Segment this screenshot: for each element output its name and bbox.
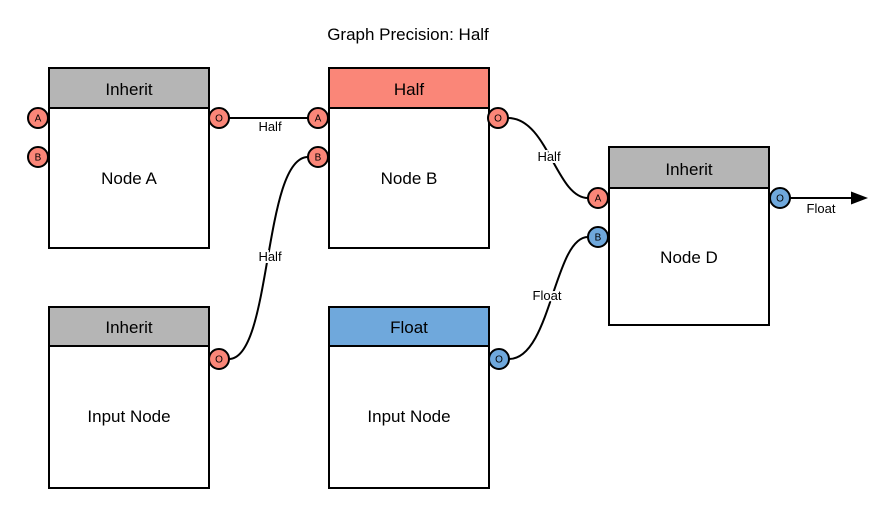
edge-label: Half bbox=[258, 249, 282, 264]
node-header-label: Inherit bbox=[105, 318, 153, 337]
port-a: A bbox=[27, 107, 49, 129]
edge-label: Half bbox=[258, 119, 282, 134]
node-d: Inherit Node D A B O bbox=[587, 146, 791, 326]
port-letter: B bbox=[315, 153, 322, 164]
node-header bbox=[328, 67, 490, 109]
node-header bbox=[48, 67, 210, 109]
node-header-label: Inherit bbox=[665, 160, 713, 179]
port-circle bbox=[27, 146, 49, 168]
port-b: B bbox=[307, 146, 329, 168]
port-circle bbox=[208, 348, 230, 370]
port-letter: A bbox=[315, 114, 322, 125]
input-node-left: Inherit Input Node O bbox=[48, 306, 230, 489]
port-circle bbox=[307, 107, 329, 129]
port-letter: A bbox=[595, 194, 602, 205]
node-header-label: Inherit bbox=[105, 80, 153, 99]
port-b: B bbox=[587, 226, 609, 248]
port-letter: O bbox=[215, 355, 223, 366]
arrow-head-icon bbox=[851, 191, 868, 205]
port-letter: B bbox=[595, 233, 602, 244]
port-circle bbox=[208, 107, 230, 129]
edge-label: Float bbox=[807, 201, 836, 216]
port-circle bbox=[27, 107, 49, 129]
port-letter: A bbox=[35, 114, 42, 125]
port-circle bbox=[769, 187, 791, 209]
port-circle bbox=[488, 348, 510, 370]
port-circle bbox=[587, 187, 609, 209]
port-circle bbox=[587, 226, 609, 248]
edge-nodeb-to-noded: Half bbox=[507, 117, 589, 199]
node-header-label: Half bbox=[394, 80, 425, 99]
port-letter: O bbox=[495, 355, 503, 366]
node-label: Node B bbox=[381, 169, 438, 188]
edge-line bbox=[507, 117, 589, 199]
port-o: O bbox=[487, 107, 509, 129]
edge-line bbox=[508, 236, 589, 360]
port-o: O bbox=[488, 348, 510, 370]
diagram-title: Graph Precision: Half bbox=[327, 25, 489, 44]
port-o: O bbox=[769, 187, 791, 209]
edge-inputleft-to-nodeb: Half bbox=[228, 156, 309, 360]
edge-label: Half bbox=[537, 149, 561, 164]
port-a: A bbox=[307, 107, 329, 129]
node-header bbox=[328, 306, 490, 347]
input-node-middle: Float Input Node O bbox=[328, 306, 510, 489]
port-circle bbox=[307, 146, 329, 168]
node-label: Input Node bbox=[87, 407, 170, 426]
node-label: Input Node bbox=[367, 407, 450, 426]
node-header-label: Float bbox=[390, 318, 428, 337]
port-o: O bbox=[208, 107, 230, 129]
node-label: Node D bbox=[660, 248, 718, 267]
edge-label: Float bbox=[533, 288, 562, 303]
node-header bbox=[48, 306, 210, 347]
edge-inputmid-to-noded: Float bbox=[508, 236, 589, 360]
edge-line bbox=[228, 156, 309, 360]
port-letter: O bbox=[776, 194, 784, 205]
port-letter: B bbox=[35, 153, 42, 164]
node-b: Half Node B A B O bbox=[307, 67, 509, 249]
edge-noded-output-arrow: Float bbox=[790, 191, 868, 218]
node-a: Inherit Node A A B O bbox=[27, 67, 230, 249]
port-circle bbox=[487, 107, 509, 129]
node-header bbox=[608, 146, 770, 189]
port-letter: O bbox=[215, 114, 223, 125]
port-a: A bbox=[587, 187, 609, 209]
port-b: B bbox=[27, 146, 49, 168]
port-letter: O bbox=[494, 114, 502, 125]
port-o: O bbox=[208, 348, 230, 370]
edge-nodea-to-nodeb: Half bbox=[229, 117, 308, 136]
node-label: Node A bbox=[101, 169, 157, 188]
